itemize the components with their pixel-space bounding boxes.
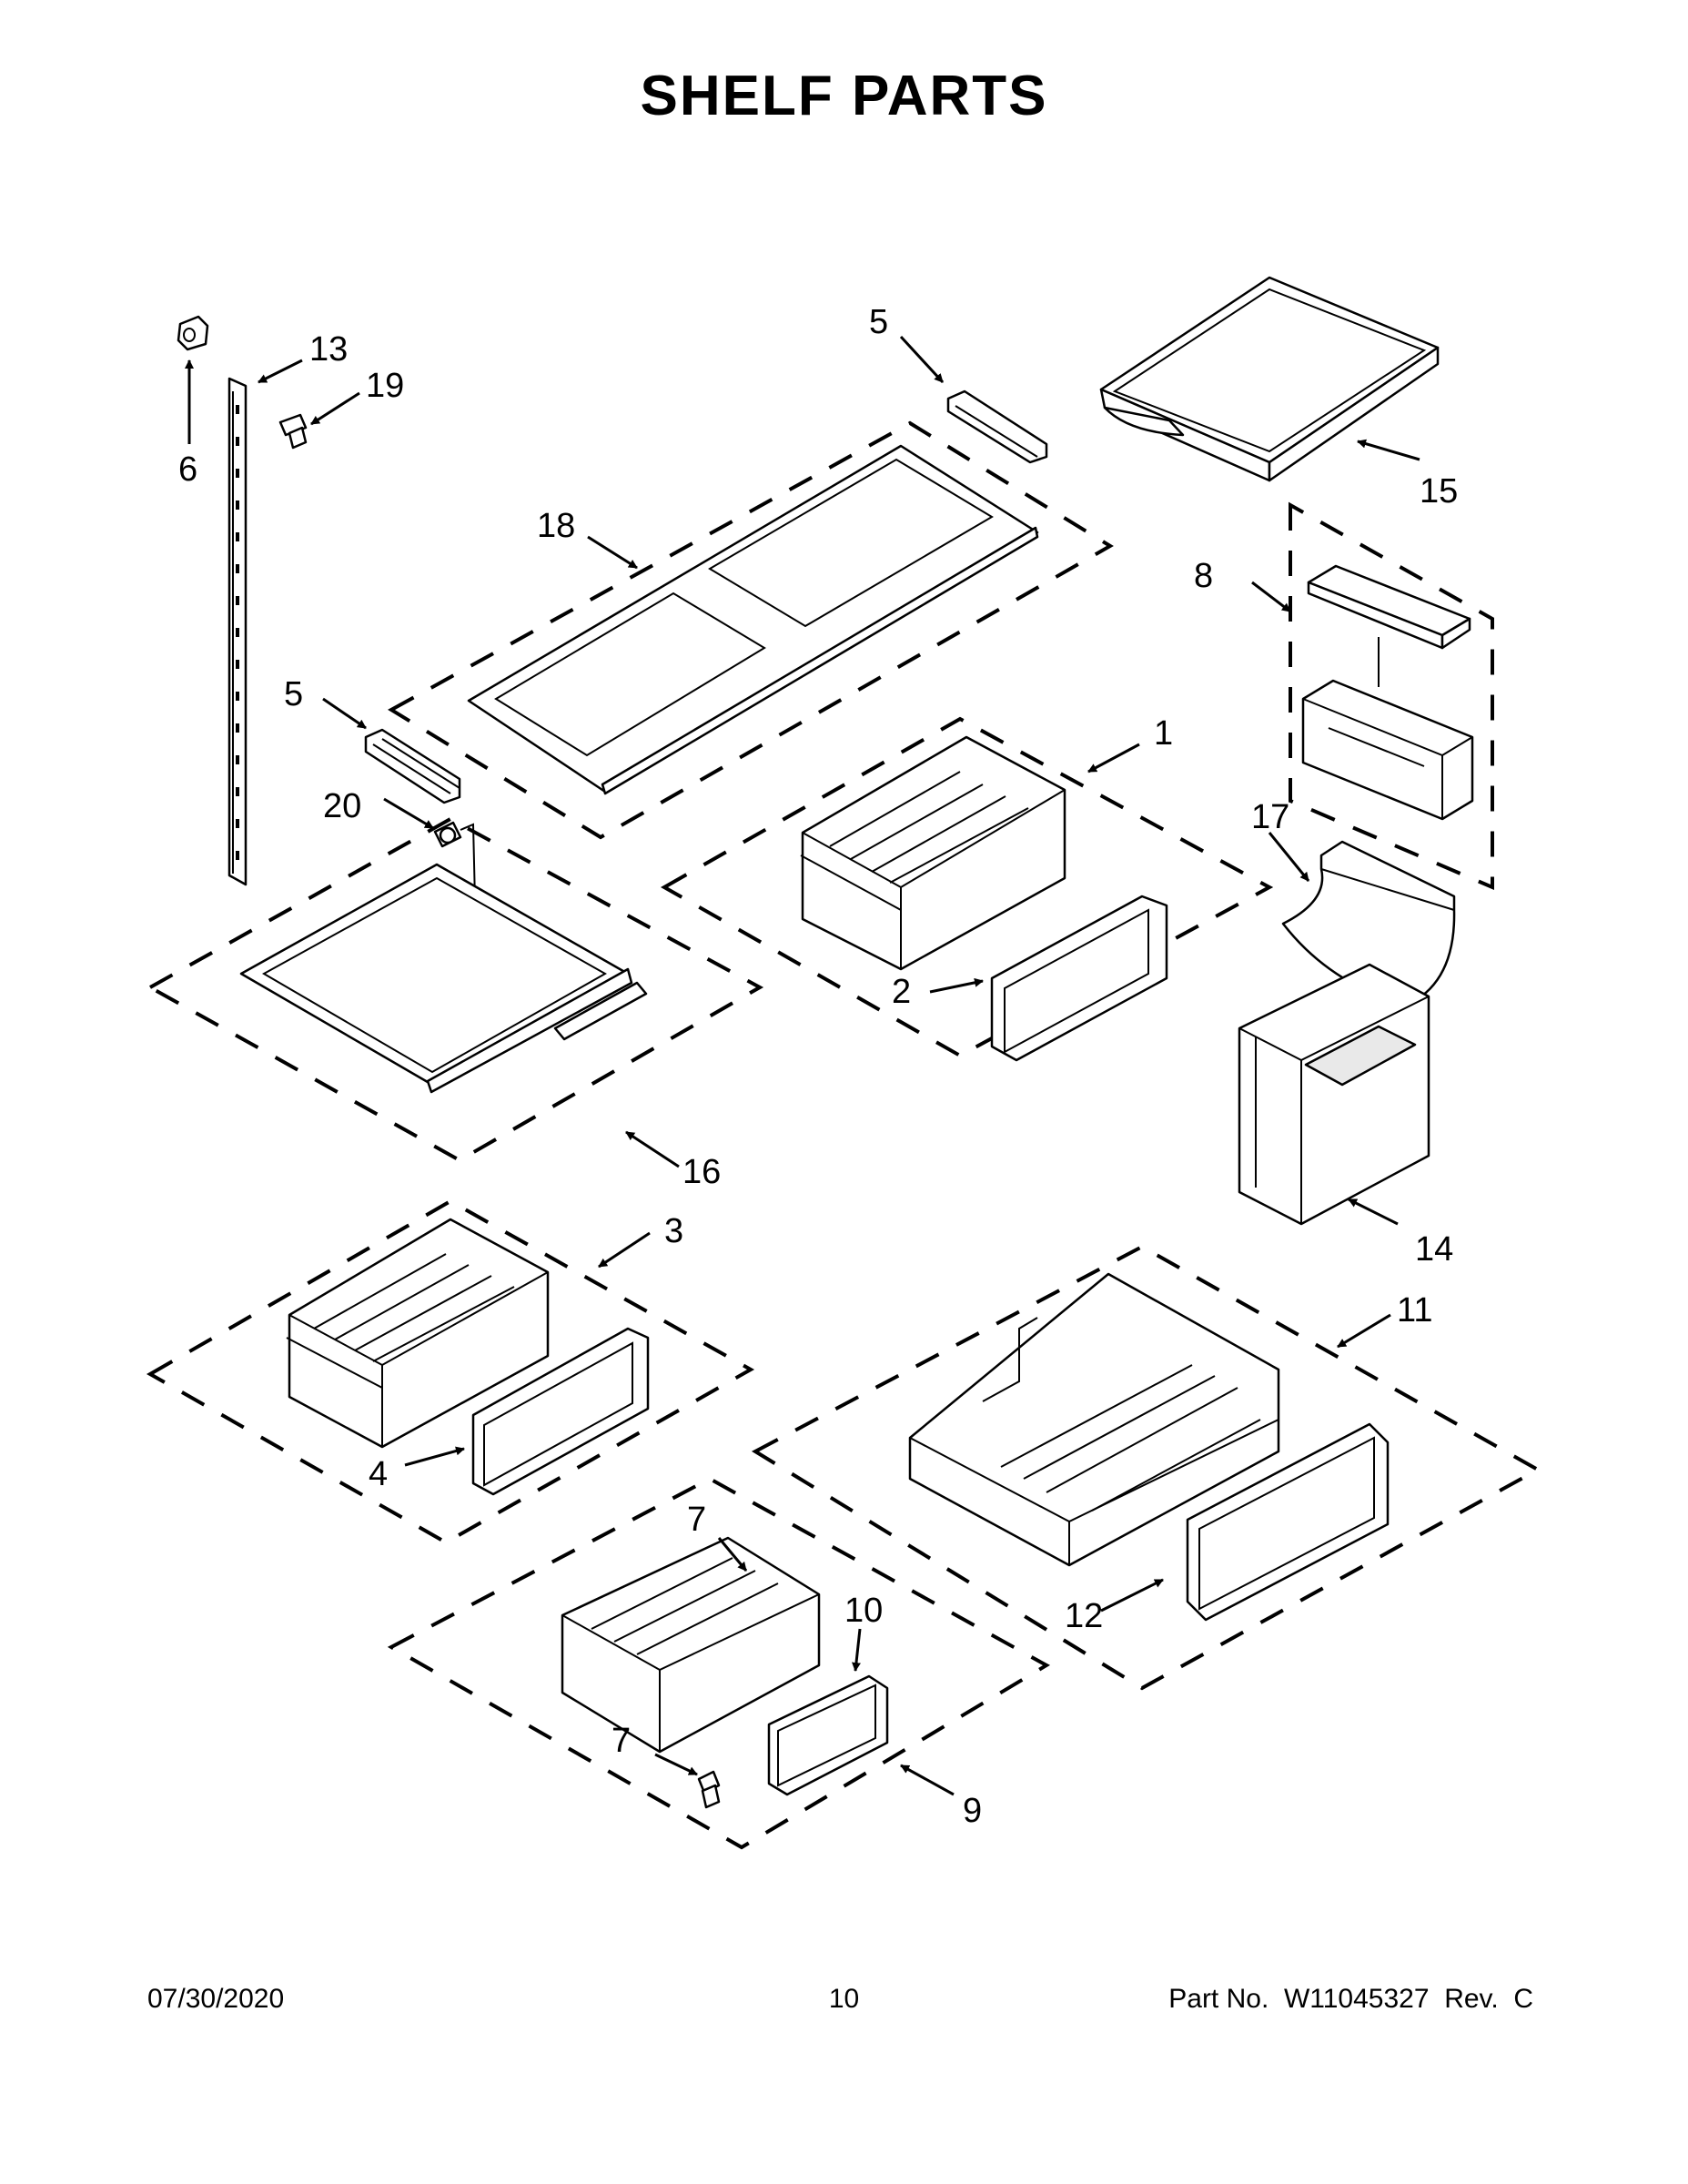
callout-8: 8 <box>1194 557 1213 595</box>
part-4-crisper-front <box>471 1327 650 1496</box>
footer-page-number: 10 <box>828 1984 860 2014</box>
callout-13: 13 <box>309 330 348 369</box>
callout-17: 17 <box>1251 798 1289 836</box>
callout-18: 18 <box>537 507 575 545</box>
part-6-bracket-cap <box>177 315 209 351</box>
group-box-drawer-9 <box>387 1476 1051 1850</box>
part-8-dairy-bin <box>1301 564 1474 821</box>
callout-15: 15 <box>1420 472 1458 511</box>
group-box-shelf-18 <box>388 420 1114 840</box>
callout-5-left: 5 <box>284 675 303 713</box>
group-box-crisper-3 <box>146 1198 755 1545</box>
part-5-shelf-bracket-top <box>946 389 1048 464</box>
group-box-accessory-8 <box>1289 501 1494 891</box>
callout-14: 14 <box>1415 1230 1453 1269</box>
group-box-drawer-11 <box>751 1244 1542 1691</box>
part-2-crisper-front <box>990 895 1168 1062</box>
leader-lines <box>185 335 1420 1796</box>
callout-9: 9 <box>963 1792 982 1830</box>
callout-20: 20 <box>323 787 361 825</box>
footer-date: 07/30/2020 <box>147 1984 285 2014</box>
callout-7-bottom: 7 <box>612 1722 631 1760</box>
part-10-small-drawer-front <box>767 1674 889 1796</box>
group-box-crisper-1 <box>660 716 1274 1058</box>
callout-11: 11 <box>1397 1291 1432 1330</box>
callout-3: 3 <box>664 1212 683 1250</box>
footer-part-number: Part No. W11045327 Rev. C <box>1168 1984 1533 2014</box>
callout-19: 19 <box>366 367 404 405</box>
part-20-fastener <box>433 821 476 902</box>
callout-1: 1 <box>1154 714 1173 753</box>
part-19-screw <box>278 413 308 450</box>
part-16-glass-shelf-half <box>239 863 648 1094</box>
callout-12: 12 <box>1065 1597 1103 1635</box>
page-title: SHELF PARTS <box>640 65 1048 127</box>
part-13-shelf-rail <box>227 377 248 886</box>
callout-5-top: 5 <box>869 303 888 341</box>
part-1-crisper-drawer <box>800 735 1066 971</box>
part-7-screw-bottom <box>697 1770 721 1809</box>
part-18-glass-shelf <box>467 444 1039 795</box>
callout-6: 6 <box>178 450 197 489</box>
part-14-deli-drawer <box>1238 963 1430 1226</box>
callout-2: 2 <box>892 973 911 1011</box>
group-box-shelf-16 <box>146 816 764 1163</box>
part-12-drawer-front <box>1186 1422 1390 1622</box>
callout-7-top: 7 <box>687 1501 706 1539</box>
callout-16: 16 <box>682 1153 721 1191</box>
part-15-cantilever-shelf <box>1099 276 1440 482</box>
part-5-shelf-bracket-left <box>364 728 461 804</box>
callout-10: 10 <box>844 1592 883 1630</box>
part-3-crisper-drawer <box>286 1218 550 1449</box>
part-11-lower-drawer <box>908 1272 1280 1567</box>
callout-4: 4 <box>369 1455 388 1493</box>
part-9-small-drawer <box>561 1536 821 1754</box>
